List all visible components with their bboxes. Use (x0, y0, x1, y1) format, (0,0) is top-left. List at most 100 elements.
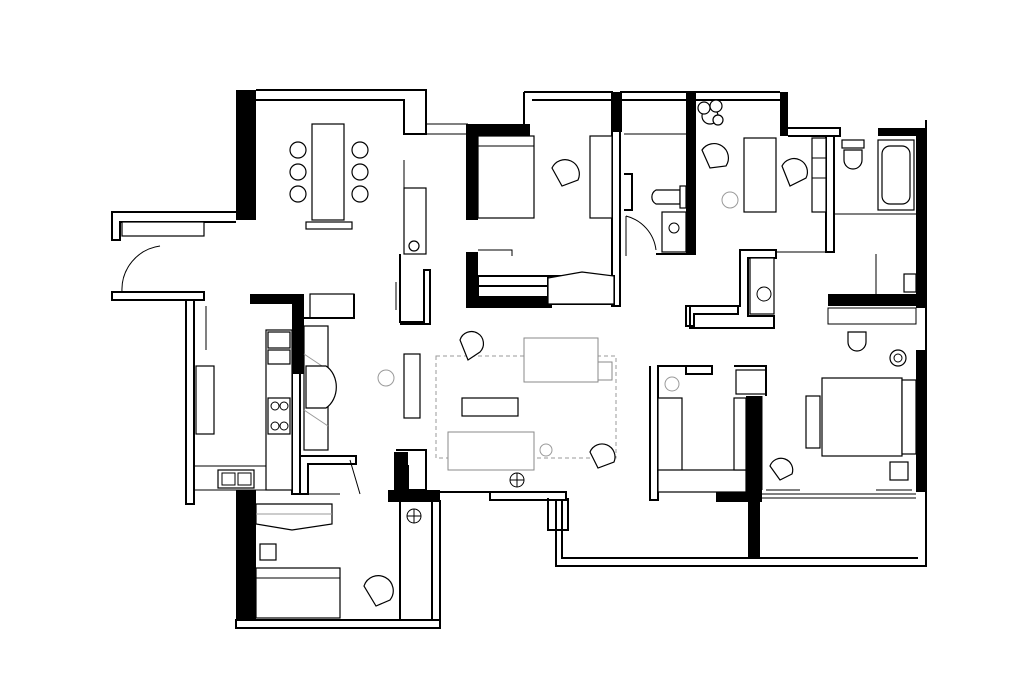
bed-1-desk (589, 135, 613, 219)
sofa-lower (447, 431, 535, 471)
wall-master-bath-bottom (828, 294, 926, 306)
bed-1-door (478, 249, 513, 256)
study-desk (743, 137, 777, 213)
wall-entry-lower (111, 291, 205, 301)
floor-drain-service-cross (407, 509, 421, 523)
bed-1-dresser (547, 271, 615, 305)
bed-1-chair (551, 159, 580, 187)
floor-drain-master-inner (893, 353, 903, 363)
armchair-bottom (589, 443, 616, 469)
dining-bench (305, 221, 353, 230)
master-bedroom (762, 331, 917, 499)
chair-left-1 (289, 141, 307, 159)
closet-shelf-top (685, 365, 713, 375)
wall-living-column (547, 498, 569, 531)
study (685, 99, 828, 329)
study-bookshelf (811, 137, 827, 213)
plant-leaf-3 (709, 99, 723, 113)
wall-dining-left (236, 90, 256, 220)
chair-right-1 (351, 141, 369, 159)
service-room (255, 449, 427, 620)
fridge (195, 365, 215, 435)
vanity-1-basin (668, 222, 680, 234)
wall-service-bottom (235, 619, 441, 629)
appliance-1 (267, 331, 291, 349)
vanity-1 (661, 211, 687, 253)
entry-door-swing (121, 245, 161, 293)
balcony-rail (555, 120, 927, 567)
wall-service-right (431, 500, 441, 621)
wall-master-bath-top (878, 128, 926, 136)
service-entry-pillar (396, 449, 427, 491)
study-basin-unit (749, 257, 775, 315)
cooktop (267, 397, 291, 435)
toilet-1 (651, 189, 681, 205)
plant-leaf-2 (697, 101, 711, 115)
island-rounded (305, 365, 337, 409)
sink-bowl-1 (221, 472, 236, 486)
closet-right-unit (733, 397, 747, 471)
closet-ottoman (664, 376, 680, 392)
kitchen (194, 293, 361, 495)
window-bedroom-top (524, 91, 613, 132)
wall-kitchen-right-low (291, 374, 301, 495)
wardrobe-service (255, 503, 333, 531)
master-bed-headboard (901, 379, 917, 455)
wall-master-top (780, 92, 788, 136)
wall-kitchen-right (292, 294, 304, 374)
dining-table (311, 123, 345, 221)
bath-1-door-jamb (624, 173, 633, 211)
coffee-table (461, 397, 519, 417)
wall-bed1-left (466, 124, 478, 220)
master-bed (821, 377, 903, 457)
study-bar-counter (685, 305, 739, 327)
floor-lamp (408, 240, 420, 252)
closet-bottom-unit (657, 469, 747, 493)
wall-study-bath-divider (825, 136, 835, 253)
burner-2 (279, 401, 289, 411)
walk-in-closet (657, 365, 767, 493)
dining-area (289, 123, 431, 325)
master-toilet-ensuite (847, 331, 867, 352)
entry-shoe-cabinet (121, 221, 205, 237)
master-bathroom (827, 139, 917, 325)
wall-bed1-left-low (466, 252, 478, 308)
wall-master-right (916, 350, 926, 492)
partition-column (399, 254, 431, 325)
wall-closet-pillar (746, 396, 762, 494)
study-basin (756, 286, 772, 302)
study-shelf-lines (812, 157, 826, 179)
chair-right-3 (351, 185, 369, 203)
master-bath-shelf (827, 307, 917, 325)
wall-living-bottom (440, 491, 567, 501)
plant-leaf-4 (712, 114, 724, 126)
wall-dining-top (256, 89, 427, 135)
tv-console (403, 353, 421, 419)
sliding-door-kitchen (304, 459, 361, 495)
toilet-master-tank (841, 139, 865, 149)
master-nightstand (889, 461, 909, 481)
window-strip (426, 123, 468, 135)
sink-bowl-2 (237, 472, 252, 486)
wall-master-bath-right (916, 128, 926, 308)
study-side-table (721, 191, 739, 209)
sofa-main-arm (597, 361, 613, 381)
kitchen-shelf-frame (304, 294, 355, 319)
kitchen-doorway (300, 455, 357, 495)
burner-1 (270, 401, 280, 411)
closet-entry (734, 365, 767, 396)
tall-cabinet (403, 187, 427, 255)
chair-right-2 (351, 163, 369, 181)
wall-bed1-top (466, 124, 530, 136)
toilet-1-tank (679, 185, 687, 209)
window-study-top (620, 91, 780, 101)
living-room (377, 331, 617, 488)
wall-service-pillar (394, 452, 408, 500)
kitchen-shelf (309, 293, 355, 319)
wall-closet-left (649, 365, 690, 501)
study-chair (781, 157, 809, 187)
floor-drain-master (889, 349, 907, 367)
side-table-lower (539, 443, 553, 457)
closet-left-unit (657, 397, 683, 473)
